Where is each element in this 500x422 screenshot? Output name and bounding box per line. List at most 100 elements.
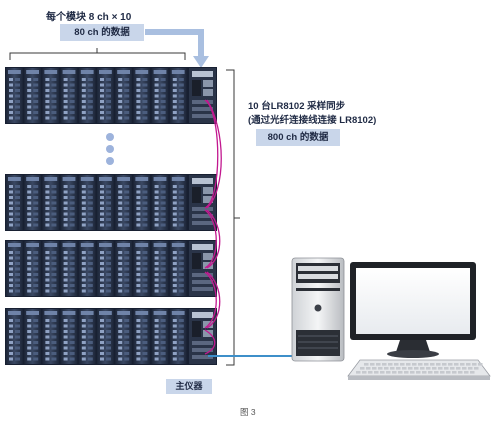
keyboard-key xyxy=(440,371,445,374)
measurement-module xyxy=(78,68,96,123)
keyboard-key xyxy=(390,367,395,370)
keyboard-key xyxy=(376,363,381,366)
keyboard-key xyxy=(368,371,373,374)
measurement-module xyxy=(115,68,132,123)
keyboard-key xyxy=(424,363,429,366)
keyboard-key xyxy=(400,363,405,366)
keyboard-key xyxy=(398,371,403,374)
keyboard-key xyxy=(428,371,433,374)
keyboard-key xyxy=(430,363,435,366)
keyboard-key xyxy=(402,367,407,370)
keyboard-key xyxy=(442,363,447,366)
keyboard-key xyxy=(450,367,455,370)
keyboard-key xyxy=(392,371,397,374)
measurement-module xyxy=(169,309,187,364)
optical-fiber-cables xyxy=(204,99,222,355)
keyboard-key xyxy=(478,363,483,366)
measurement-module xyxy=(78,241,96,296)
pc-tower-icon xyxy=(291,257,345,362)
keyboard-key xyxy=(388,363,393,366)
logger-controller-unit xyxy=(189,68,216,123)
figure-caption: 图 3 xyxy=(240,407,256,417)
keyboard-key xyxy=(446,371,451,374)
logger-controller-unit xyxy=(189,309,216,364)
keyboard-key xyxy=(396,367,401,370)
keyboard-key xyxy=(372,367,377,370)
keyboard-key xyxy=(362,371,367,374)
keyboard-key xyxy=(448,363,453,366)
keyboard-key xyxy=(378,367,383,370)
keyboard-key xyxy=(422,371,427,374)
keyboard-key xyxy=(416,371,421,374)
keyboard-key xyxy=(414,367,419,370)
keyboard-key xyxy=(384,367,389,370)
top-brace xyxy=(9,48,186,60)
keyboard-key xyxy=(466,363,471,366)
measurement-module xyxy=(133,175,151,230)
keyboard-key xyxy=(404,371,409,374)
keyboard-key xyxy=(470,371,475,374)
keyboard-key xyxy=(386,371,391,374)
keyboard-key xyxy=(406,363,411,366)
logger-rack-icon xyxy=(5,240,217,297)
measurement-module xyxy=(133,68,151,123)
keyboard-key xyxy=(408,367,413,370)
measurement-module xyxy=(151,309,169,364)
measurement-module xyxy=(60,241,78,296)
keyboard-key xyxy=(458,371,463,374)
measurement-module xyxy=(169,175,187,230)
total-data-box: 800 ch 的数据 xyxy=(256,129,340,146)
measurement-module xyxy=(24,175,41,230)
logger-rack-icon xyxy=(5,174,217,231)
measurement-module xyxy=(24,68,41,123)
data-arrow xyxy=(145,29,209,68)
sync-label-line2: (通过光纤连接线连接 LR8102) xyxy=(248,115,377,126)
keyboard-key xyxy=(370,363,375,366)
measurement-module xyxy=(115,241,132,296)
keyboard-key xyxy=(472,363,477,366)
keyboard-key xyxy=(438,367,443,370)
ellipsis-dots-icon xyxy=(106,133,114,165)
keyboard-icon xyxy=(347,359,491,380)
keyboard-key xyxy=(364,363,369,366)
keyboard-key xyxy=(366,367,371,370)
keyboard-key xyxy=(464,371,469,374)
measurement-module xyxy=(97,309,114,364)
keyboard-key xyxy=(468,367,473,370)
measurement-module xyxy=(97,241,114,296)
measurement-module xyxy=(151,68,169,123)
keyboard-key xyxy=(410,371,415,374)
measurement-module xyxy=(78,175,96,230)
keyboard-key xyxy=(462,367,467,370)
keyboard-key xyxy=(460,363,465,366)
keyboard-key xyxy=(394,363,399,366)
measurement-module xyxy=(151,241,169,296)
logger-controller-unit xyxy=(189,241,216,296)
measurement-module xyxy=(97,68,114,123)
measurement-module xyxy=(24,241,41,296)
keyboard-key xyxy=(426,367,431,370)
measurement-module xyxy=(115,309,132,364)
measurement-module xyxy=(115,175,132,230)
measurement-module xyxy=(78,309,96,364)
per-module-label: 每个模块 8 ch × 10 xyxy=(46,12,132,23)
measurement-module xyxy=(6,175,23,230)
measurement-module xyxy=(6,309,23,364)
keyboard-key xyxy=(434,371,439,374)
keyboard-key xyxy=(452,371,457,374)
sync-label-line1: 10 台LR8102 采样同步 xyxy=(248,101,346,112)
keyboard-key xyxy=(412,363,417,366)
logger-rack-icon xyxy=(5,308,217,365)
measurement-module xyxy=(42,241,60,296)
measurement-module xyxy=(60,309,78,364)
logger-rack-icon xyxy=(5,67,217,124)
keyboard-key xyxy=(382,363,387,366)
measurement-module xyxy=(42,175,60,230)
per-unit-data-box: 80 ch 的数据 xyxy=(60,24,144,41)
keyboard-key xyxy=(454,363,459,366)
keyboard-key xyxy=(356,371,361,374)
measurement-module xyxy=(42,309,60,364)
keyboard-key xyxy=(380,371,385,374)
measurement-module xyxy=(6,241,23,296)
